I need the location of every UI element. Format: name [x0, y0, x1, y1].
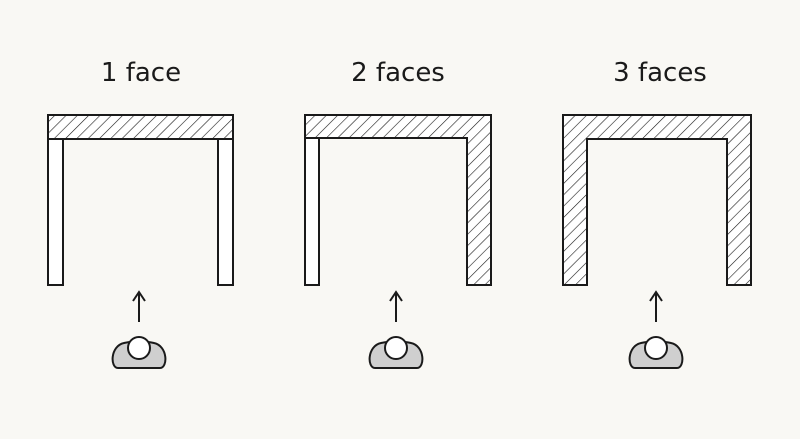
viewer-3: [628, 290, 684, 369]
person-head: [127, 336, 151, 360]
front-right-faces-hatched: [304, 114, 492, 286]
structure-1: [47, 114, 234, 286]
panel-1-label: 1 face: [101, 58, 181, 88]
panel-1: 1 face: [47, 58, 234, 369]
person-head: [644, 336, 668, 360]
right-face: [217, 114, 234, 286]
panel-2: 2 faces: [304, 58, 492, 369]
left-face: [47, 114, 64, 286]
panel-3-label: 3 faces: [613, 58, 707, 88]
front-face-hatched: [47, 114, 234, 140]
structure-2: [304, 114, 492, 286]
arrow-up-icon-head: [649, 290, 663, 302]
person-head: [384, 336, 408, 360]
left-face: [304, 114, 320, 286]
arrow-up-icon-head: [389, 290, 403, 302]
structure-3: [562, 114, 752, 286]
panel-3: 3 faces: [562, 58, 752, 369]
all-faces-hatched: [562, 114, 752, 286]
arrow-up-icon-head: [132, 290, 146, 302]
viewer-2: [368, 290, 424, 369]
panel-2-label: 2 faces: [351, 58, 445, 88]
viewer-1: [111, 290, 167, 369]
